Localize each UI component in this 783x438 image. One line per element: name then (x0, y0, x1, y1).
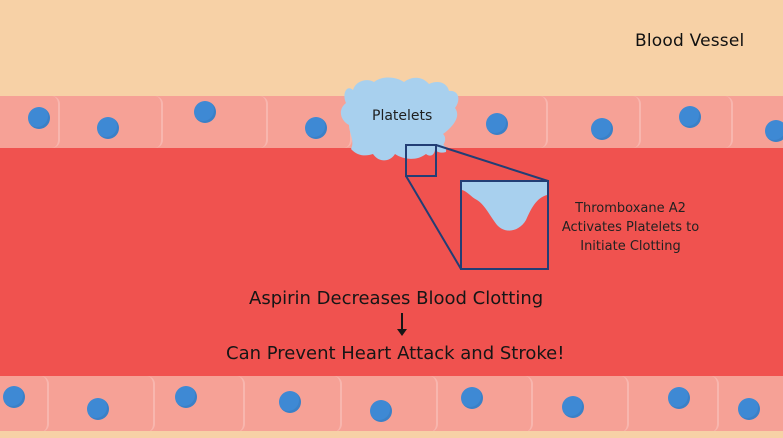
blood-vessel-title: Blood Vessel (635, 31, 745, 51)
zoomed-platelet-shape (462, 182, 547, 231)
prevention-caption: Can Prevent Heart Attack and Stroke! (226, 343, 565, 364)
thromboxane-line-2: Activates Platelets to (561, 220, 700, 235)
cell-nucleus (591, 118, 613, 140)
lower-wall-cell (155, 376, 245, 432)
lower-wall-cell (49, 376, 155, 432)
aspirin-effect-caption: Aspirin Decreases Blood Clotting (249, 288, 544, 309)
cell-nucleus (28, 107, 50, 129)
cell-nucleus (87, 398, 109, 420)
thromboxane-explanation: Thromboxane A2 Activates Platelets to In… (553, 199, 708, 256)
cell-nucleus (461, 387, 483, 409)
cell-nucleus (765, 120, 783, 142)
cell-nucleus (175, 386, 197, 408)
lower-wall-cell (438, 376, 533, 432)
zoom-connector-top (435, 144, 549, 182)
cell-nucleus (738, 398, 760, 420)
cell-nucleus (679, 106, 701, 128)
arrow-down-icon (397, 313, 407, 336)
cell-nucleus (279, 391, 301, 413)
zoom-connector-bottom (405, 175, 462, 270)
cell-nucleus (194, 101, 216, 123)
upper-wall-cell (163, 96, 268, 148)
platelet-cluster (340, 77, 459, 161)
cell-nucleus (370, 400, 392, 422)
outer-tissue-strip (0, 431, 783, 438)
blood-lumen (0, 148, 783, 376)
thromboxane-line-3: Initiate Clotting (580, 239, 681, 254)
cell-nucleus (305, 117, 327, 139)
cell-nucleus (486, 113, 508, 135)
cell-nucleus (668, 387, 690, 409)
zoom-source-box (405, 144, 437, 177)
cell-nucleus (97, 117, 119, 139)
platelets-label: Platelets (372, 108, 433, 124)
cell-nucleus (562, 396, 584, 418)
cell-nucleus (3, 386, 25, 408)
thromboxane-line-1: Thromboxane A2 (575, 201, 686, 216)
zoomed-inset-border (460, 180, 549, 270)
lower-vessel-wall (0, 376, 783, 432)
